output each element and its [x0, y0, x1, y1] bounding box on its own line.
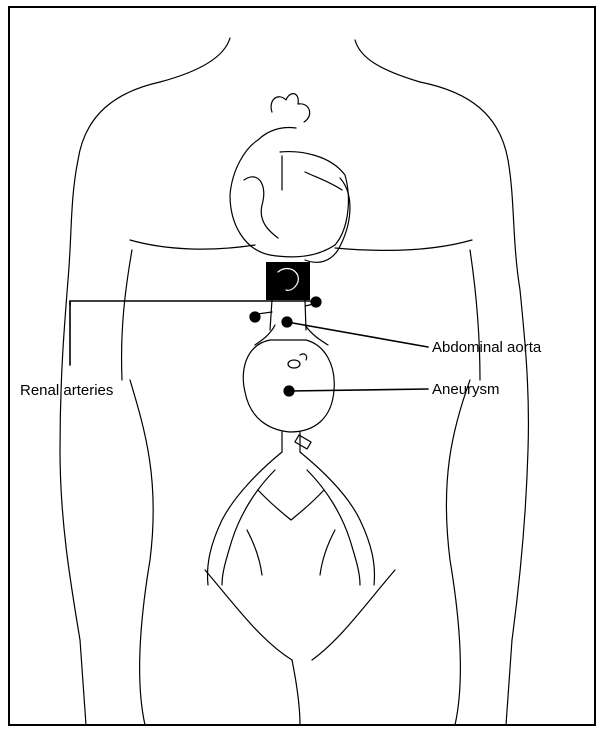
aneurysm-dot: [284, 386, 294, 396]
aneurysm-leader-line: [289, 389, 428, 391]
abdominal-aorta-label: Abdominal aorta: [432, 339, 542, 356]
renal-dot-left: [250, 312, 260, 322]
iliac-arteries: [208, 432, 375, 585]
renal-arteries-label: Renal arteries: [20, 382, 113, 399]
aorta-dot: [282, 317, 292, 327]
renal-leader-line: [70, 301, 320, 305]
renal-dot-right: [311, 297, 321, 307]
aneurysm-label: Aneurysm: [432, 381, 500, 398]
aorta-upper-segment: [266, 262, 310, 300]
heart: [230, 94, 350, 263]
aorta-leader-line: [287, 322, 428, 347]
